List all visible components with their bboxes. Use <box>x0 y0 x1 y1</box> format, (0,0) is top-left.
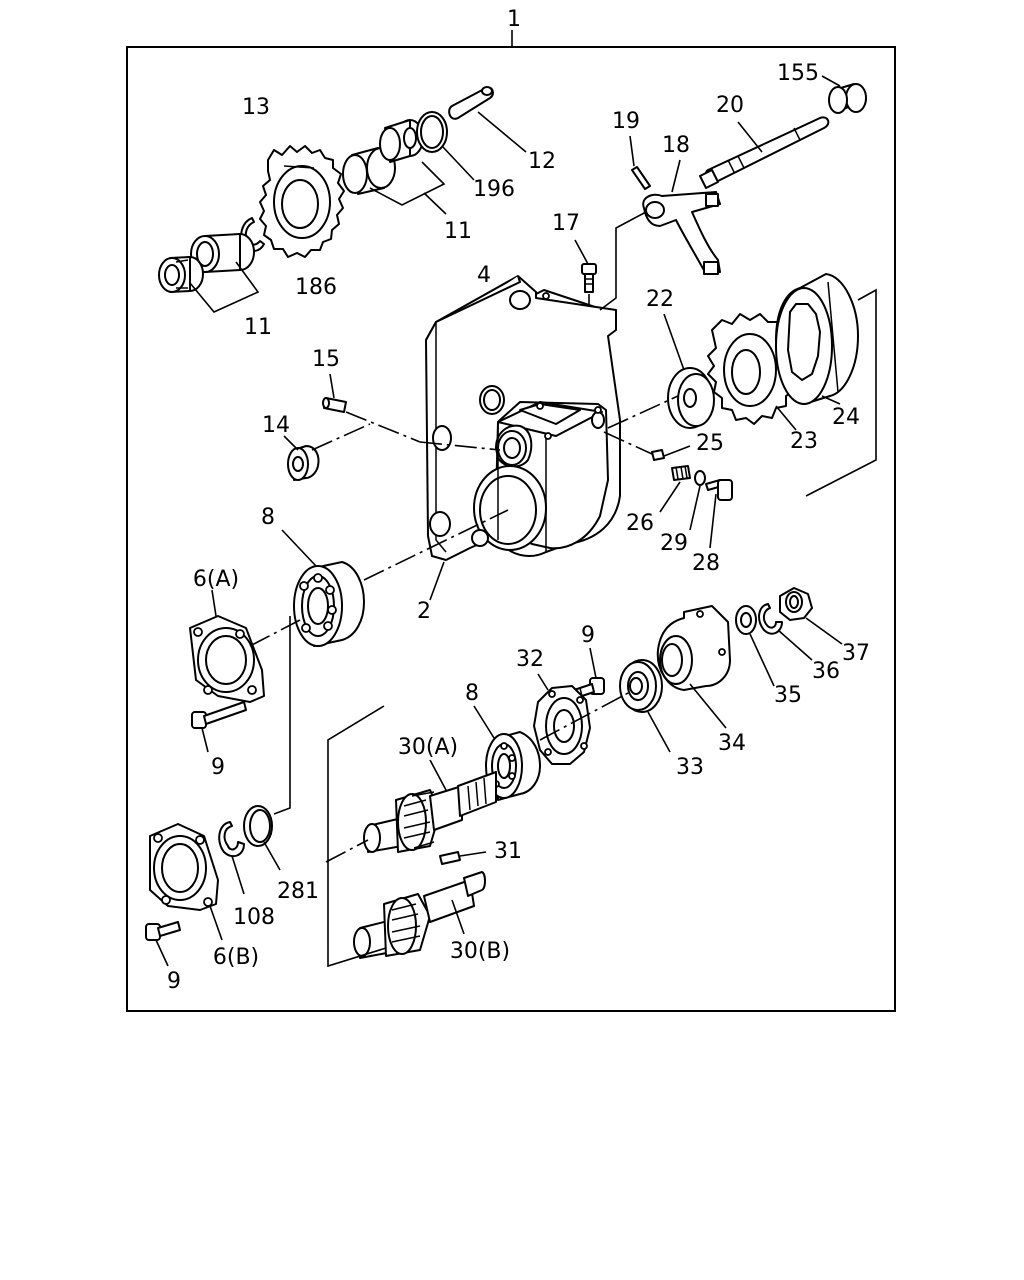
part-13-helical-gear <box>259 145 345 258</box>
label-155: 155 <box>777 61 819 86</box>
part-34-output-housing <box>656 605 731 729</box>
label-11-top: 11 <box>444 219 472 244</box>
part-12-pin <box>448 86 527 153</box>
label-17: 17 <box>552 211 580 236</box>
part-8-top-bearing <box>281 529 365 647</box>
part-11-top-bearing <box>342 119 424 195</box>
label-15: 15 <box>312 347 340 372</box>
part-37-nut <box>779 587 843 645</box>
part-26-spring <box>659 465 691 513</box>
bracket-right-gears <box>805 288 877 497</box>
part-2-housing <box>425 275 621 601</box>
label-29: 29 <box>660 531 688 556</box>
leader-11-left <box>189 261 260 313</box>
part-196-ring <box>416 111 475 181</box>
assembly-frame <box>126 30 896 1012</box>
part-28-bolt <box>705 479 733 549</box>
part-14-bushing <box>283 435 320 481</box>
part-17-bolt <box>574 239 597 308</box>
part-25-plug <box>651 445 691 461</box>
label-34: 34 <box>718 731 746 756</box>
label-31: 31 <box>494 839 522 864</box>
part-32-retainer <box>533 673 591 765</box>
label-24: 24 <box>832 405 860 430</box>
label-2: 2 <box>417 599 431 624</box>
label-18: 18 <box>662 133 690 158</box>
label-108: 108 <box>233 905 275 930</box>
label-28: 28 <box>692 551 720 576</box>
label-35: 35 <box>774 683 802 708</box>
label-22: 22 <box>646 287 674 312</box>
label-36: 36 <box>812 659 840 684</box>
label-30b: 30(B) <box>450 939 510 964</box>
part-6a-flange-plate <box>189 589 265 703</box>
part-29-washer <box>689 470 706 531</box>
label-196: 196 <box>473 177 515 202</box>
label-8-top: 8 <box>261 505 275 530</box>
assembly-leader-lines <box>249 211 679 968</box>
label-11-left: 11 <box>244 315 272 340</box>
label-9-mid: 9 <box>581 623 595 648</box>
label-13: 13 <box>242 95 270 120</box>
part-108-snap-ring <box>218 821 245 895</box>
part-35-washer <box>735 605 775 687</box>
part-9-bottom-bolt <box>145 921 181 967</box>
part-31-key <box>439 851 487 865</box>
label-6b: 6(B) <box>213 945 259 970</box>
label-30a: 30(A) <box>398 735 458 760</box>
part-22-thrust-washer <box>663 313 715 429</box>
part-15-pin <box>322 373 347 413</box>
part-30a-output-shaft <box>363 759 497 853</box>
label-4: 4 <box>477 263 491 288</box>
part-18-shift-fork <box>642 159 721 275</box>
label-23: 23 <box>790 429 818 454</box>
label-19: 19 <box>612 109 640 134</box>
label-9-bottom: 9 <box>167 969 181 994</box>
label-186: 186 <box>295 275 337 300</box>
part-9-left-bolt <box>191 701 247 753</box>
label-14: 14 <box>262 413 290 438</box>
label-20: 20 <box>716 93 744 118</box>
label-33: 33 <box>676 755 704 780</box>
label-6a: 6(A) <box>193 567 239 592</box>
label-12: 12 <box>528 149 556 174</box>
label-25: 25 <box>696 431 724 456</box>
part-155-bushing <box>821 75 867 114</box>
part-281-shim <box>243 805 281 871</box>
label-8-mid: 8 <box>465 681 479 706</box>
label-32: 32 <box>516 647 544 672</box>
part-20-shaft <box>699 116 830 189</box>
label-37: 37 <box>842 641 870 666</box>
part-36-snap-ring <box>758 603 813 661</box>
part-33-oil-seal <box>619 659 671 753</box>
label-26: 26 <box>626 511 654 536</box>
part-11-left-bearing <box>158 233 255 293</box>
part-24-sleeve <box>775 273 859 405</box>
leader-11-top <box>369 161 447 215</box>
label-281: 281 <box>277 879 319 904</box>
label-9-left: 9 <box>211 755 225 780</box>
callout-labels: 1 155 13 20 12 19 18 196 11 17 186 4 11 … <box>167 7 870 994</box>
part-6b-flange <box>149 823 223 941</box>
part-19-spring-pin <box>629 135 651 190</box>
label-assembly-1: 1 <box>507 7 521 32</box>
